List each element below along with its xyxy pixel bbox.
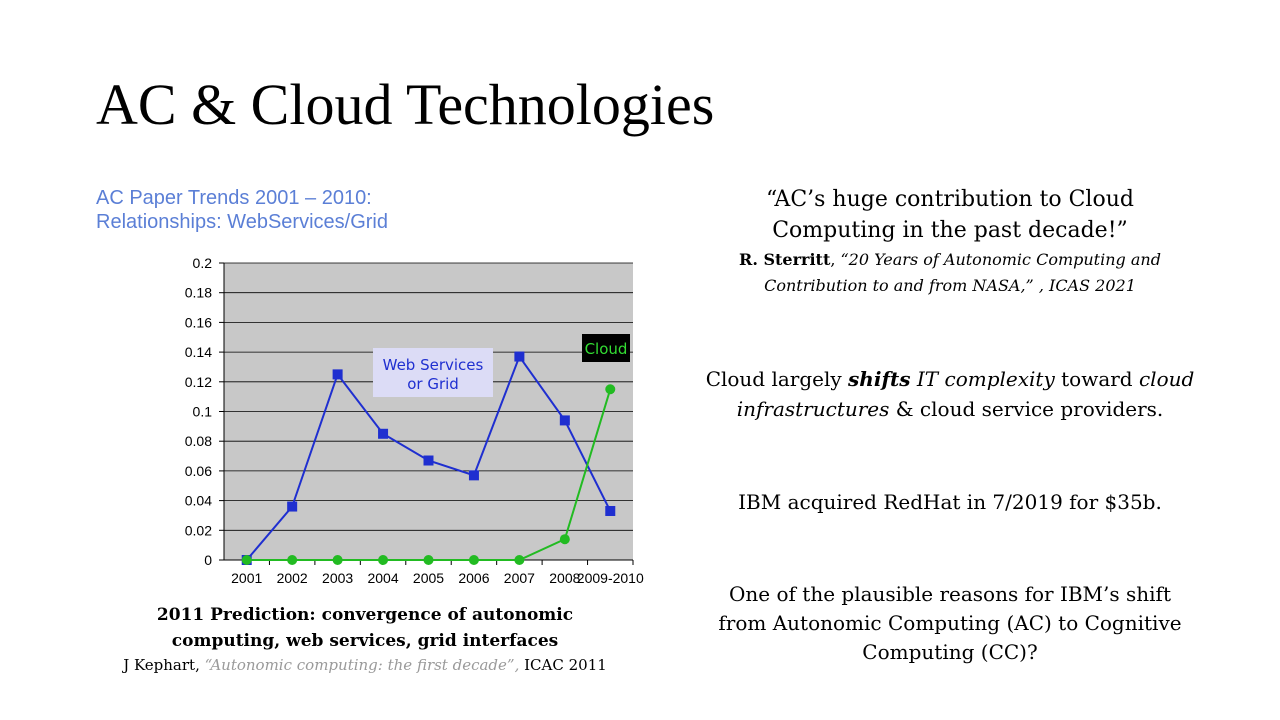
x-tick-label: 2005 [413, 570, 444, 586]
chart-heading-line-2: Relationships: WebServices/Grid [96, 211, 388, 233]
data-point-cloud [423, 555, 434, 565]
chart-heading: AC Paper Trends 2001 – 2010: Relationshi… [96, 186, 388, 234]
data-point-web-services-or-grid [468, 470, 479, 481]
data-point-cloud [559, 534, 570, 545]
shift-line-1: Cloud largely shifts IT complexity towar… [690, 364, 1210, 394]
x-tick-label: 2006 [458, 570, 489, 586]
quote-line-1: “AC’s huge contribution to Cloud [766, 187, 1134, 212]
citation-venue: ICAC 2011 [519, 656, 607, 674]
web-grid-label-line-2: or Grid [407, 375, 459, 393]
attribution-separator: , [830, 250, 841, 269]
quote-source-2: Contribution to and from NASA,” [764, 276, 1034, 295]
cloud-label-box [582, 334, 630, 362]
data-point-web-services-or-grid [605, 505, 616, 516]
quote-author: R. Sterritt [739, 250, 831, 269]
quote-venue: , ICAS 2021 [1033, 276, 1136, 295]
cloud-label: Cloud [585, 340, 628, 358]
y-tick-label: 0.02 [185, 522, 212, 538]
shift-text-e: toward [1054, 367, 1139, 391]
data-point-web-services-or-grid [287, 501, 298, 512]
y-tick-label: 0.18 [185, 285, 212, 301]
shift-it-complexity: IT complexity [916, 367, 1055, 391]
y-tick-label: 0.14 [185, 344, 212, 360]
shift-line-2: infrastructures & cloud service provider… [690, 394, 1210, 424]
caption-line-2: computing, web services, grid interfaces [171, 631, 559, 651]
reasons-line-2: from Autonomic Computing (AC) to Cogniti… [718, 611, 1182, 635]
data-point-cloud [468, 555, 479, 565]
x-tick-label: 2009-2010 [577, 570, 644, 586]
x-tick-label: 2004 [367, 570, 398, 586]
y-tick-label: 0.06 [185, 463, 212, 479]
y-tick-label: 0.04 [185, 493, 212, 509]
data-point-web-services-or-grid [332, 369, 343, 380]
y-tick-label: 0.16 [185, 314, 212, 330]
shift-text-a: Cloud largely [705, 367, 849, 391]
y-tick-label: 0.2 [193, 255, 213, 271]
quote-block: “AC’s huge contribution to Cloud Computi… [690, 184, 1210, 246]
quote-source-1: “20 Years of Autonomic Computing and [840, 250, 1161, 269]
x-tick-label: 2002 [277, 570, 308, 586]
data-point-cloud [287, 555, 298, 565]
quote-attribution: R. Sterritt, “20 Years of Autonomic Comp… [690, 247, 1210, 299]
data-point-web-services-or-grid [514, 351, 525, 362]
y-tick-label: 0.1 [193, 404, 213, 420]
cloud-shift-statement: Cloud largely shifts IT complexity towar… [690, 364, 1210, 424]
y-tick-label: 0 [204, 552, 212, 568]
data-point-cloud [514, 555, 525, 565]
data-point-cloud [378, 555, 389, 565]
shift-emphasis: shifts [848, 367, 911, 391]
chart-heading-line-1: AC Paper Trends 2001 – 2010: [96, 187, 372, 209]
data-point-cloud [605, 384, 616, 395]
reasons-line-1: One of the plausible reasons for IBM’s s… [729, 582, 1171, 606]
data-point-web-services-or-grid [423, 455, 434, 466]
attribution-line-2: Contribution to and from NASA,” , ICAS 2… [690, 273, 1210, 299]
data-point-cloud [241, 555, 252, 565]
citation-author: J Kephart, [123, 656, 205, 674]
chart-caption: 2011 Prediction: convergence of autonomi… [100, 602, 630, 654]
shift-text-h: & cloud service providers. [889, 397, 1164, 421]
attribution-line-1: R. Sterritt, “20 Years of Autonomic Comp… [690, 247, 1210, 273]
web-grid-label-line-1: Web Services [383, 356, 484, 374]
line-chart: 0 0.02 0.04 0.06 0.08 0.1 0.12 0.14 0.16 0.18 0.2 2… [185, 255, 644, 586]
quote-line-2: Computing in the past decade!” [772, 218, 1128, 243]
y-tick-label: 0.12 [185, 374, 212, 390]
slide-title: AC & Cloud Technologies [96, 72, 715, 137]
data-point-web-services-or-grid [378, 428, 389, 439]
ibm-acquisition: IBM acquired RedHat in 7/2019 for $35b. [738, 490, 1162, 514]
reasons-line-3: Computing (CC)? [862, 640, 1038, 664]
ibm-shift-question: One of the plausible reasons for IBM’s s… [690, 580, 1210, 667]
data-point-cloud [332, 555, 343, 565]
shift-infrastructures: infrastructures [736, 397, 890, 421]
data-point-web-services-or-grid [559, 415, 570, 426]
y-tick-label: 0.08 [185, 433, 212, 449]
x-tick-label: 2003 [322, 570, 353, 586]
caption-line-1: 2011 Prediction: convergence of autonomi… [156, 605, 574, 625]
shift-cloud: cloud [1138, 367, 1195, 391]
citation-title: “Autonomic computing: the first decade”, [204, 656, 520, 674]
x-tick-label: 2008 [549, 570, 580, 586]
caption-citation: J Kephart, “Autonomic computing: the fir… [100, 654, 630, 676]
x-tick-label: 2007 [504, 570, 535, 586]
x-tick-label: 2001 [231, 570, 262, 586]
web-grid-label-box [373, 348, 493, 397]
